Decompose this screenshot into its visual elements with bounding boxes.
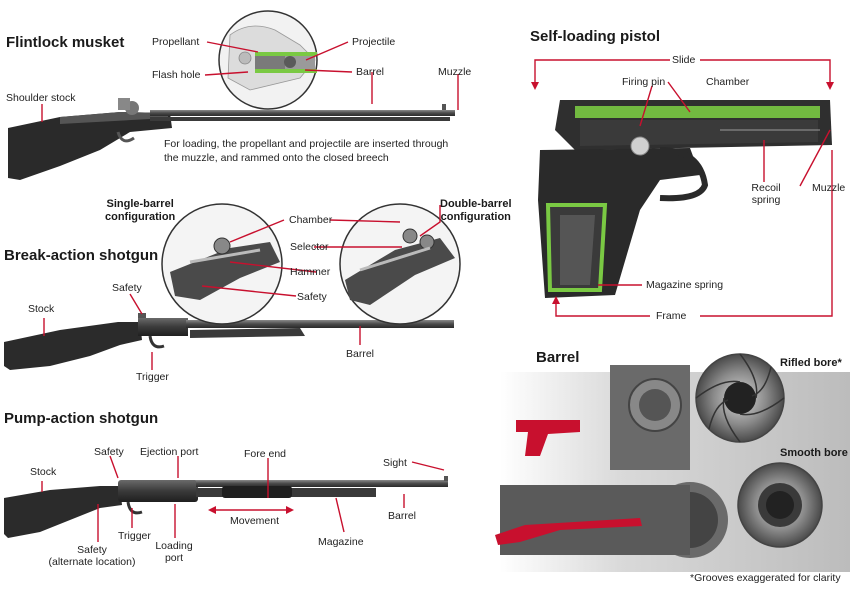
safety-alternate-label: Safety (alternate location) [44,544,140,568]
loading-port-line1: Loading [155,540,193,552]
flintlock-breech-inset [218,10,318,110]
sight-label: Sight [383,457,407,469]
flintlock-title: Flintlock musket [6,34,125,51]
flintlock-barrel-label: Barrel [356,66,385,78]
double-barrel-caption-line1: Double-barrel [440,198,512,210]
break-barrel-label: Barrel [346,348,375,360]
recoil-spring-line2: spring [751,194,781,206]
double-barrel-inset [339,203,461,325]
pump-trigger-label: Trigger [118,530,151,542]
pump-safety-label: Safety [94,446,124,458]
selector-label: Selector [290,241,329,253]
break-safety-label: Safety [112,282,142,294]
firing-pin-label: Firing pin [622,76,666,88]
ejection-port-label: Ejection port [140,446,199,458]
double-barrel-caption-line2: configuration [440,211,511,223]
loading-port-line2: port [164,552,184,564]
break-stock-label: Stock [28,303,55,315]
shoulder-stock-label: Shoulder stock [6,92,76,104]
double-barrel-caption: Double-barrel configuration [440,198,512,224]
flash-hole-label: Flash hole [152,69,201,81]
loading-port-label: Loading port [150,540,198,564]
fore-end-label: Fore end [244,448,287,460]
pistol-chamber-label: Chamber [706,76,750,88]
projectile-label: Projectile [352,36,396,48]
pistol-muzzle-label: Muzzle [812,182,846,194]
safety-alternate-line2: (alternate location) [48,556,136,568]
safety-alternate-line1: Safety [77,544,107,556]
flintlock-note-line2: the muzzle, and rammed onto the closed b… [164,152,389,164]
single-barrel-caption-line2: configuration [105,211,176,223]
break-action-shotgun-drawing [4,313,454,370]
movement-arrows [208,82,834,514]
flintlock-musket-drawing [8,98,455,180]
pump-stock-label: Stock [30,466,57,478]
magazine-label: Magazine [318,536,364,548]
slide-label: Slide [672,54,696,66]
pistol-title: Self-loading pistol [530,28,660,45]
break-trigger-label: Trigger [136,371,169,383]
flintlock-muzzle-label: Muzzle [438,66,472,78]
barrel-section-title: Barrel [536,349,580,366]
propellant-label: Propellant [152,36,200,48]
break-safety-inset-label: Safety [297,291,327,303]
rifled-bore-label: Rifled bore* [780,357,842,369]
break-action-title: Break-action shotgun [4,247,159,264]
single-barrel-caption: Single-barrel configuration [105,198,175,224]
movement-label: Movement [230,515,280,527]
pump-barrel-label: Barrel [388,510,417,522]
single-barrel-caption-line1: Single-barrel [106,198,174,210]
single-barrel-inset [161,203,283,325]
pump-action-shotgun-drawing [4,476,448,538]
flintlock-note-line1: For loading, the propellant and projecti… [164,138,449,150]
recoil-spring-line1: Recoil [751,182,781,194]
smooth-bore-label: Smooth bore [780,447,848,459]
barrel-section-drawing [495,353,850,572]
leader-lines [41,41,833,542]
self-loading-pistol-drawing [538,100,832,298]
hammer-label: Hammer [290,266,331,278]
frame-label: Frame [656,310,687,322]
recoil-spring-label: Recoil spring [744,182,788,206]
break-chamber-label: Chamber [289,214,333,226]
footnote: *Grooves exaggerated for clarity [690,572,841,584]
pump-action-title: Pump-action shotgun [4,410,159,427]
magazine-spring-label: Magazine spring [646,279,724,291]
